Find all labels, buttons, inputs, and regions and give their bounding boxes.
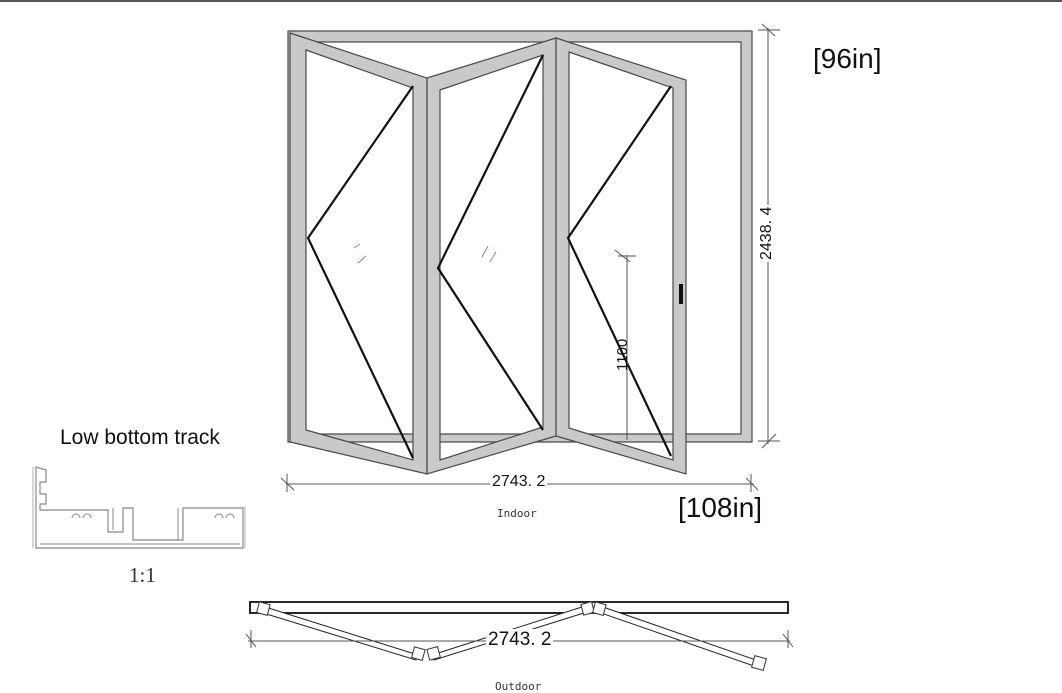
- width-imperial-label: [108in]: [678, 492, 763, 523]
- door-handle-icon: [679, 284, 683, 304]
- indoor-label: Indoor: [497, 507, 537, 520]
- width-dimension-label: 2743. 2: [490, 473, 548, 491]
- top-border: [0, 0, 1062, 2]
- height-imperial-label: [96in]: [813, 43, 882, 74]
- door-panel-3: [555, 37, 687, 475]
- track-section-title: Low bottom track: [60, 426, 220, 449]
- handle-height-dimension: [614, 249, 636, 440]
- track-cross-section: [32, 466, 246, 549]
- door-panel-1: [289, 32, 428, 475]
- height-dimension-label: 2438. 4: [758, 204, 776, 262]
- handle-height-label: 1100: [614, 338, 631, 371]
- track-scale-label: 1:1: [129, 563, 156, 587]
- door-panel-2: [426, 37, 557, 475]
- plan-width-dimension-label: 2743. 2: [486, 629, 554, 651]
- outdoor-label: Outdoor: [495, 680, 542, 693]
